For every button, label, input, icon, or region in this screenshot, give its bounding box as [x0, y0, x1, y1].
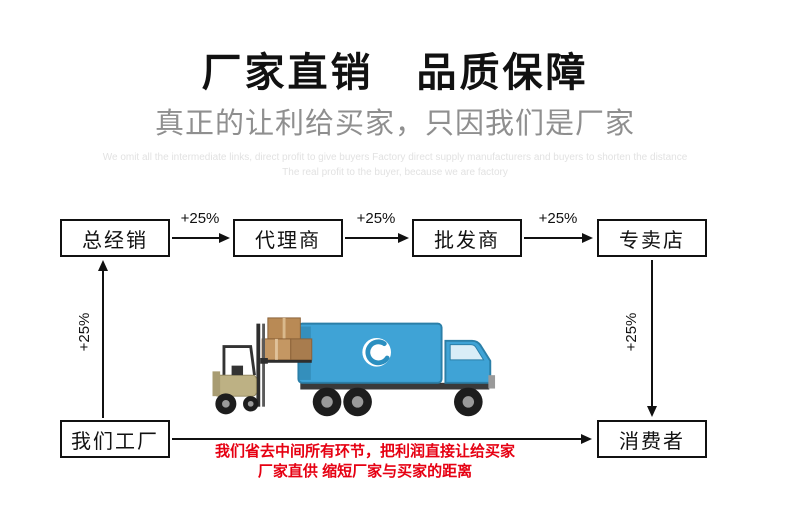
flow-node-store: 专卖店	[597, 219, 707, 257]
cargo-boxes	[261, 317, 313, 361]
arrow-distributor-to-agent	[172, 233, 230, 243]
markup-label-1: +25%	[180, 210, 220, 227]
truck	[297, 322, 496, 417]
arrow-store-to-consumer	[647, 260, 657, 417]
truck-illustration	[212, 317, 496, 417]
markup-label-3: +25%	[538, 210, 578, 227]
brand-logo-icon	[362, 337, 391, 367]
arrow-agent-to-wholesaler	[345, 233, 409, 243]
forklift	[212, 323, 312, 415]
flow-node-wholesaler: 批发商	[412, 219, 522, 257]
flow-node-consumer: 消费者	[597, 420, 707, 458]
watermark-line-1: We omit all the intermediate links, dire…	[102, 152, 688, 163]
truck-wheels	[312, 387, 483, 417]
markup-label-2: +25%	[356, 210, 396, 227]
footer-red-line-1: 我们省去中间所有环节，把利润直接让给买家	[214, 443, 515, 460]
footer-red-text: 我们省去中间所有环节，把利润直接让给买家 厂家直供 缩短厂家与买家的距离	[180, 442, 550, 482]
page-title: 厂家直销 品质保障	[201, 51, 589, 95]
flow-node-factory: 我们工厂	[60, 420, 170, 458]
watermark-line-2: The real profit to the buyer, because we…	[282, 167, 508, 178]
markup-label-right: +25%	[623, 312, 640, 352]
footer-red-line-2: 厂家直供 缩短厂家与买家的距离	[257, 463, 473, 480]
flow-node-agent: 代理商	[233, 219, 343, 257]
arrow-factory-to-distributor	[98, 260, 108, 418]
markup-label-left: +25%	[76, 312, 93, 352]
subtitle: 真正的让利给买家，只因我们是厂家	[154, 108, 635, 140]
arrow-wholesaler-to-store	[524, 233, 593, 243]
watermark-text: We omit all the intermediate links, dire…	[0, 150, 790, 180]
flow-node-distributor: 总经销	[60, 219, 170, 257]
